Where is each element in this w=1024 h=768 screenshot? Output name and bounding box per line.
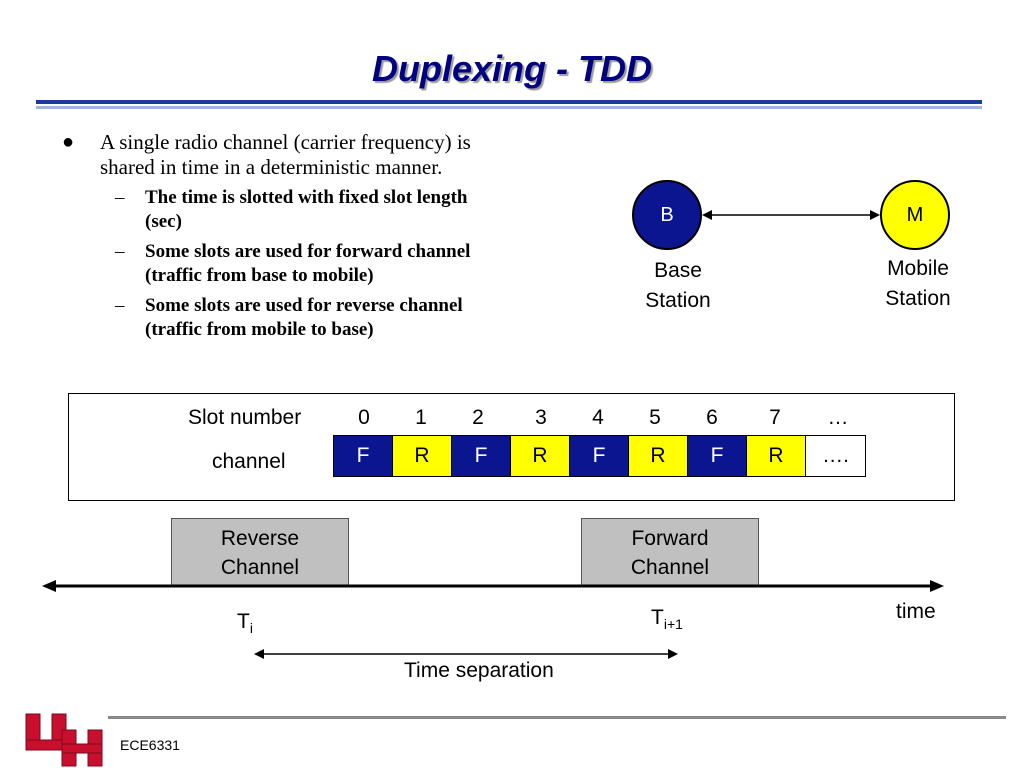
main-bullet-line2: shared in time in a deterministic manner… xyxy=(100,155,443,179)
sub-bullet: – Some slots are used for forward channe… xyxy=(60,240,620,288)
slot-cell-forward: F xyxy=(570,436,629,476)
footer-divider xyxy=(108,716,1006,719)
sub-bullet-line2: (sec) xyxy=(145,211,182,232)
slot-cell-reverse: R xyxy=(393,436,452,476)
sub-bullet-line1: Some slots are used for reverse channel xyxy=(145,295,463,316)
sub-bullet-line2: (traffic from base to mobile) xyxy=(145,265,374,286)
slot-number: 6 xyxy=(706,406,718,429)
slot-number: 1 xyxy=(415,406,427,429)
slot-number: 3 xyxy=(535,406,547,429)
slot-number: 7 xyxy=(769,406,781,429)
slot-number: 5 xyxy=(649,406,661,429)
slot-cell-continuation: …. xyxy=(806,436,865,476)
slide-title: Duplexing - TDD xyxy=(372,48,652,89)
dash-icon: – xyxy=(115,241,125,262)
slot-cell-forward: F xyxy=(334,436,393,476)
uh-logo-icon xyxy=(25,713,103,767)
slot-number: … xyxy=(827,406,849,429)
sub-bullet-line1: The time is slotted with fixed slot leng… xyxy=(145,187,468,208)
slot-cell-reverse: R xyxy=(629,436,688,476)
channel-label: channel xyxy=(212,450,286,473)
bullet-dot-icon: ● xyxy=(62,131,75,153)
sub-bullet: – Some slots are used for reverse channe… xyxy=(60,294,620,342)
time-axis-label: time xyxy=(896,600,936,623)
base-station-label: Base Station xyxy=(645,259,711,312)
dash-icon: – xyxy=(115,187,125,208)
main-bullet-line1: A single radio channel (carrier frequenc… xyxy=(100,130,471,154)
time-axis-arrow xyxy=(42,580,944,592)
t-i-plus-1-label: Ti+1 xyxy=(651,606,683,633)
slot-number: 4 xyxy=(592,406,604,429)
slot-number: 0 xyxy=(358,406,370,429)
t-i-label: Ti xyxy=(237,610,253,637)
mobile-station-label: Mobile Station xyxy=(885,257,951,310)
course-label: ECE6331 xyxy=(120,737,180,753)
base-station-node: B xyxy=(632,180,702,250)
sub-bullet-line2: (traffic from mobile to base) xyxy=(145,319,374,340)
sub-bullet-line1: Some slots are used for forward channel xyxy=(145,241,471,262)
mobile-station-node: M xyxy=(880,180,950,250)
slot-cell-forward: F xyxy=(688,436,747,476)
slot-cell-reverse: R xyxy=(511,436,570,476)
bidirectional-arrow xyxy=(702,210,880,220)
main-bullet: ● A single radio channel (carrier freque… xyxy=(60,130,620,180)
slot-number: 2 xyxy=(472,406,484,429)
reverse-channel-box: Reverse Channel xyxy=(171,518,349,586)
slot-row: F R F R F R F R …. xyxy=(333,435,866,477)
dash-icon: – xyxy=(115,295,125,316)
slot-number-label: Slot number xyxy=(188,406,302,429)
slot-cell-forward: F xyxy=(452,436,511,476)
bullet-list: ● A single radio channel (carrier freque… xyxy=(60,130,620,342)
time-separation-arrow xyxy=(254,649,678,659)
time-separation-label: Time separation xyxy=(404,659,554,682)
title-divider xyxy=(36,100,982,109)
slot-diagram-frame xyxy=(68,393,955,501)
sub-bullet: – The time is slotted with fixed slot le… xyxy=(60,186,620,234)
slot-cell-reverse: R xyxy=(747,436,806,476)
